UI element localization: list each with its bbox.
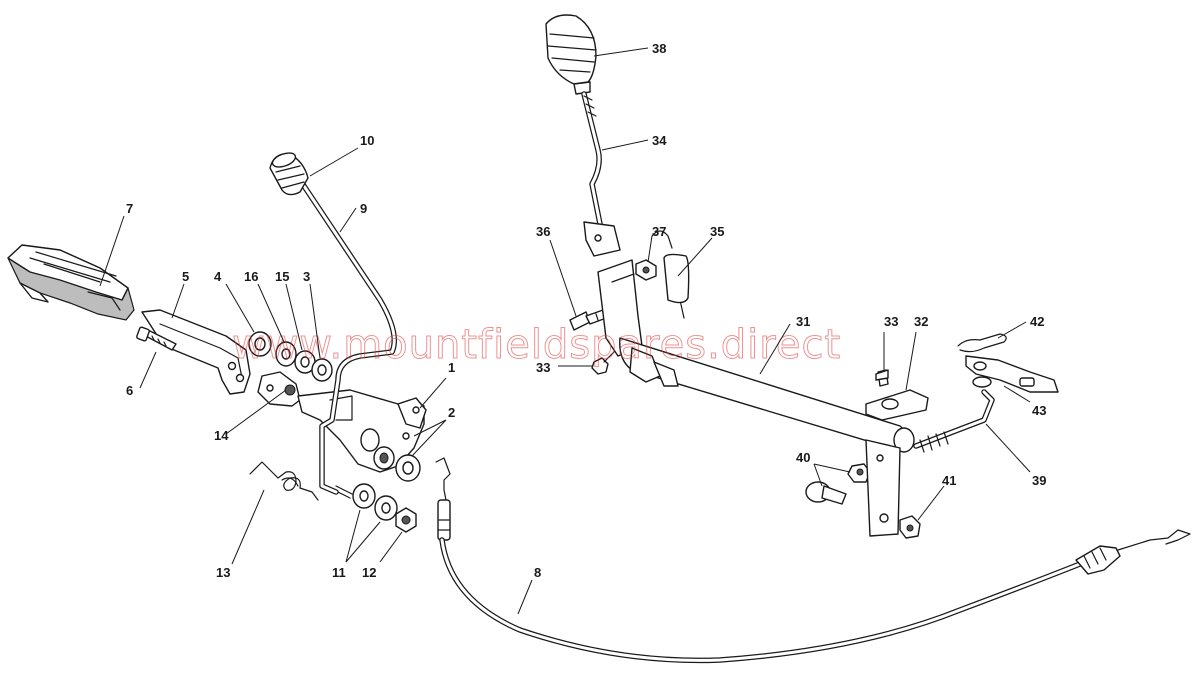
callout-43: 43	[1032, 403, 1046, 418]
washers-and-nut	[352, 483, 417, 533]
bush	[257, 371, 301, 407]
callout-15: 15	[275, 269, 289, 284]
callout-5: 5	[182, 269, 189, 284]
pedal-bracket	[297, 389, 427, 473]
spring	[651, 230, 690, 319]
callout-41: 41	[942, 473, 956, 488]
shaft-clip	[865, 369, 929, 421]
watermark: www.mountfieldspares.direct	[232, 322, 841, 368]
callout-11: 11	[332, 565, 346, 580]
callout-33-right: 33	[884, 314, 898, 329]
callout-4: 4	[214, 269, 222, 284]
callout-1: 1	[448, 360, 455, 375]
vertical-plate	[865, 439, 901, 537]
gear-knob	[545, 14, 597, 95]
callout-42: 42	[1030, 314, 1044, 329]
return-spring	[249, 461, 319, 501]
callout-9: 9	[360, 201, 367, 216]
cross-shaft	[597, 259, 915, 453]
bolt	[136, 326, 177, 351]
link-plate	[957, 333, 1059, 393]
callout-labels: 7 5 6 4 16 15 3 14 1 2 9 10 13 11 12 8 3…	[126, 41, 1046, 580]
callout-13: 13	[216, 565, 230, 580]
callout-10: 10	[360, 133, 374, 148]
nut	[635, 259, 657, 281]
washer-stack	[248, 331, 333, 382]
callout-33-left: 33	[536, 360, 550, 375]
ball-joint	[805, 463, 871, 505]
callout-32: 32	[914, 314, 928, 329]
leader-lines	[99, 47, 1031, 615]
pedal-pad	[7, 244, 135, 321]
lever-rod	[297, 177, 397, 499]
callout-3: 3	[303, 269, 310, 284]
linkage-rod	[913, 389, 995, 453]
control-cable	[435, 457, 1191, 664]
callout-36: 36	[536, 224, 550, 239]
callout-35: 35	[710, 224, 724, 239]
callout-38: 38	[652, 41, 666, 56]
gear-lever	[581, 91, 621, 257]
callout-40: 40	[796, 450, 810, 465]
lever-knob	[269, 152, 309, 196]
callout-7: 7	[126, 201, 133, 216]
callout-6: 6	[126, 383, 133, 398]
callout-8: 8	[534, 565, 541, 580]
callout-12: 12	[362, 565, 376, 580]
lock-nut	[899, 515, 921, 539]
callout-31: 31	[796, 314, 810, 329]
callout-37: 37	[652, 224, 666, 239]
callout-16: 16	[244, 269, 258, 284]
callout-14: 14	[214, 428, 229, 443]
callout-39: 39	[1032, 473, 1046, 488]
callout-2: 2	[448, 405, 455, 420]
spacers	[395, 454, 421, 482]
callout-34: 34	[652, 133, 667, 148]
